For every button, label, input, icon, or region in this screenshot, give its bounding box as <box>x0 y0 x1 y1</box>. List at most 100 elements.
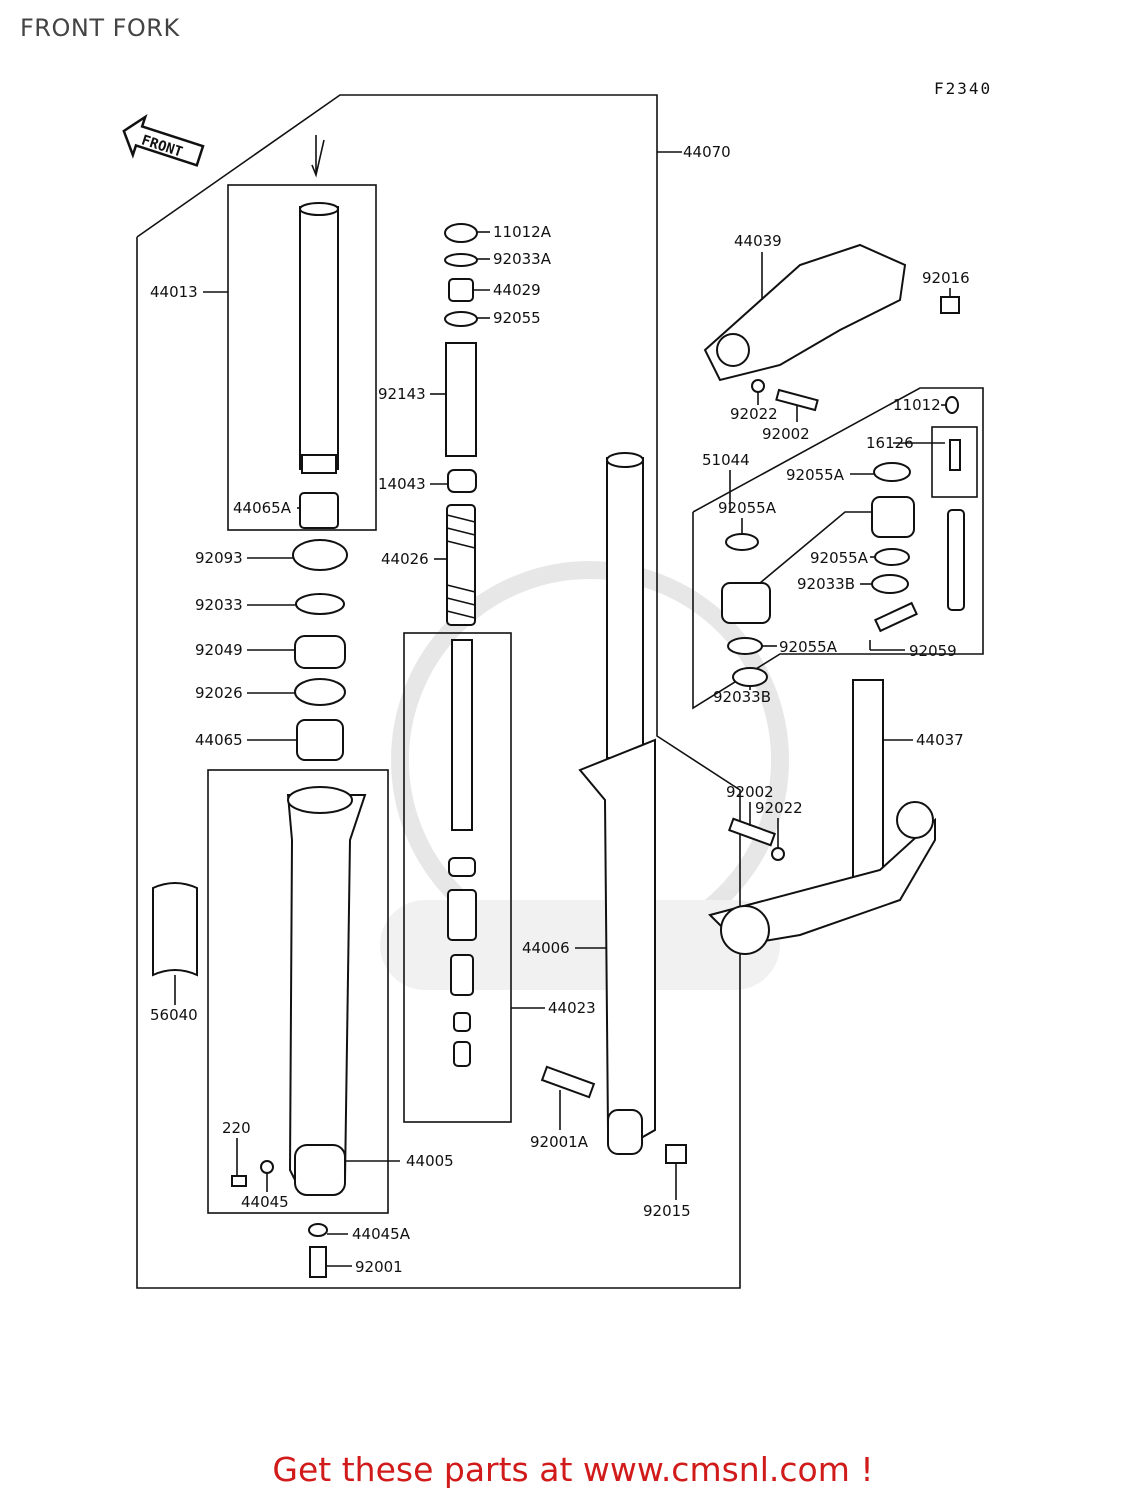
label-44045A: 44045A <box>352 1225 411 1243</box>
label-92033B-2: 92033B <box>713 688 771 706</box>
footer-link[interactable]: Get these parts at www.cmsnl.com ! <box>272 1450 874 1489</box>
label-56040: 56040 <box>150 1006 198 1024</box>
washer-92049 <box>294 635 346 669</box>
label-92015: 92015 <box>643 1202 691 1220</box>
clamp-upper-51044 <box>871 496 915 538</box>
label-16126: 16126 <box>866 434 914 452</box>
ring-92033B-2 <box>732 667 768 687</box>
retaining-ring-92033 <box>295 593 345 615</box>
damper-rod-44023 <box>447 639 477 1067</box>
label-92055A-3: 92055A <box>810 549 869 567</box>
label-44065A: 44065A <box>233 499 292 517</box>
label-11012: 11012 <box>893 396 941 414</box>
nut-92015 <box>665 1144 687 1164</box>
screw-220 <box>231 1175 247 1187</box>
outer-tube-box <box>207 769 389 1214</box>
assembly-outline-44070 <box>136 94 741 1289</box>
label-92059: 92059 <box>909 642 957 660</box>
label-44006: 44006 <box>522 939 570 957</box>
label-44013: 44013 <box>150 283 198 301</box>
o-ring-92055A-1 <box>873 462 911 482</box>
outer-tube-44005 <box>286 786 367 1196</box>
label-92026: 92026 <box>195 684 243 702</box>
bolt-92002-bot <box>727 817 777 847</box>
inner-tube-44013 <box>299 202 339 474</box>
washer-14043 <box>447 469 477 493</box>
o-ring-92055A-2 <box>725 533 759 551</box>
cap-11012 <box>945 396 959 414</box>
label-44039: 44039 <box>734 232 782 250</box>
label-44023: 44023 <box>548 999 596 1017</box>
reflector-56040 <box>152 882 198 977</box>
bleed-valve-box <box>931 426 978 498</box>
label-92016: 92016 <box>922 269 970 287</box>
washer-44045A <box>308 1223 328 1237</box>
label-44026: 44026 <box>381 550 429 568</box>
washer-44045 <box>260 1160 274 1174</box>
bolt-92001 <box>309 1246 327 1278</box>
label-92033: 92033 <box>195 596 243 614</box>
label-44045: 44045 <box>241 1193 289 1211</box>
label-51044: 51044 <box>702 451 750 469</box>
label-92143: 92143 <box>378 385 426 403</box>
label-92093: 92093 <box>195 549 243 567</box>
label-92033A: 92033A <box>493 250 552 268</box>
oil-seal-92093 <box>292 539 348 571</box>
label-92055A-1: 92055A <box>786 466 845 484</box>
upper-bracket-44039 <box>703 243 907 382</box>
label-92049: 92049 <box>195 641 243 659</box>
label-92022-top: 92022 <box>730 405 778 423</box>
label-92001A: 92001A <box>530 1133 589 1151</box>
o-ring-92055 <box>444 311 478 327</box>
label-44065: 44065 <box>195 731 243 749</box>
washer-92022-top <box>751 379 765 393</box>
pointer-mark <box>311 135 325 178</box>
label-14043: 14043 <box>378 475 426 493</box>
handlebar-clamp-51044 <box>721 582 771 624</box>
label-44070: 44070 <box>683 143 731 161</box>
label-11012A: 11012A <box>493 223 552 241</box>
handlebar-box <box>692 387 984 710</box>
fitting-92059 <box>874 601 918 633</box>
leader-lines <box>174 151 951 1267</box>
spacer-92143 <box>445 342 477 457</box>
collar-44029 <box>448 278 474 302</box>
fork-assembly-44006 <box>578 452 656 1155</box>
bushing-44065A <box>299 492 339 529</box>
bushing-44065 <box>296 719 344 761</box>
figure-code: F2340 <box>934 79 993 98</box>
label-92001: 92001 <box>355 1258 403 1276</box>
page-title: FRONT FORK <box>20 14 180 42</box>
bolt-92001A <box>540 1065 596 1099</box>
bolt-92002-top <box>775 388 819 412</box>
handlebar-tube <box>759 511 872 584</box>
damper-rod-box <box>403 632 512 1123</box>
label-44005: 44005 <box>406 1152 454 1170</box>
cap-11012A <box>444 223 478 243</box>
washer-92026 <box>294 678 346 706</box>
hose-fitting <box>947 509 965 611</box>
label-92055: 92055 <box>493 309 541 327</box>
nut-92016 <box>940 296 960 314</box>
label-92002-bot: 92002 <box>726 783 774 801</box>
watermark-logo <box>380 561 789 990</box>
o-ring-92055A-4 <box>727 637 763 655</box>
label-220: 220 <box>222 1119 251 1137</box>
front-direction-arrow: FRONT <box>122 113 205 167</box>
bleed-valve-16126 <box>949 439 961 471</box>
label-92002-top: 92002 <box>762 425 810 443</box>
label-44029: 44029 <box>493 281 541 299</box>
spring-44026 <box>446 504 476 626</box>
exploded-parts-diagram: FRONT <box>122 94 984 1289</box>
label-92055A-4: 92055A <box>779 638 838 656</box>
steering-stem-44037 <box>708 679 936 955</box>
label-92033B-1: 92033B <box>797 575 855 593</box>
washer-92022-bot <box>771 847 785 861</box>
label-44037: 44037 <box>916 731 964 749</box>
inner-tube-box <box>227 184 377 531</box>
o-ring-92055A-3 <box>874 548 910 566</box>
upper-bracket-clamp <box>716 333 750 367</box>
label-92055A-2: 92055A <box>718 499 777 517</box>
ring-92033B-1 <box>871 574 909 594</box>
label-92022-bot: 92022 <box>755 799 803 817</box>
